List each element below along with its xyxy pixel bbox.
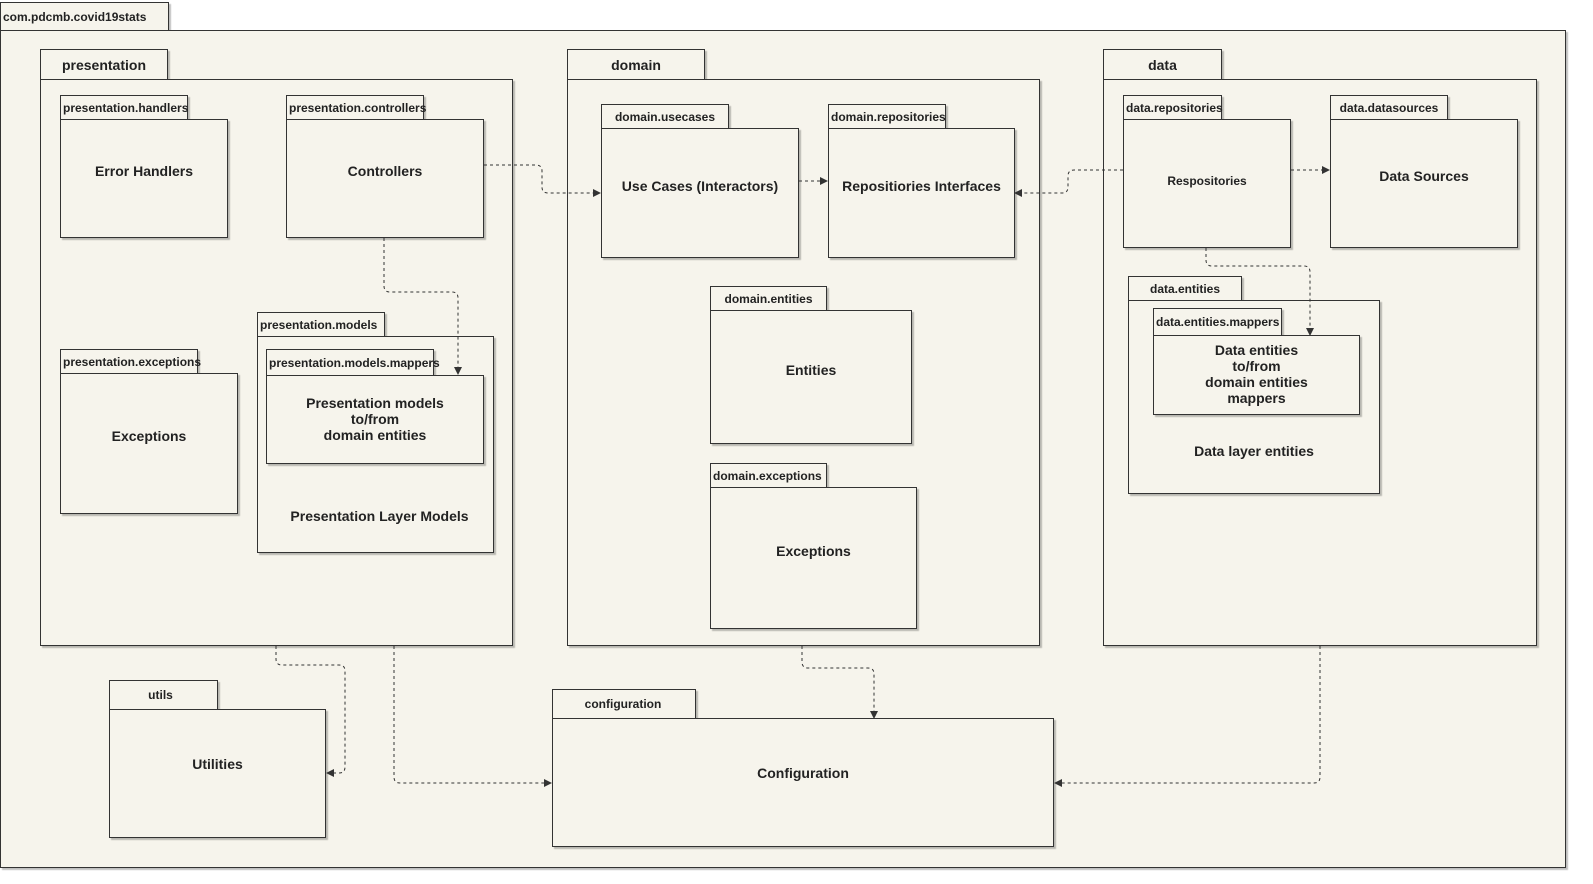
presentation-exceptions-name: presentation.exceptions: [63, 354, 202, 369]
presentation-models-label: Presentation Layer Models: [290, 508, 469, 524]
data-datasources-body: [1330, 119, 1518, 248]
domain-package-tab: domain: [567, 49, 705, 80]
utils-package-tab: utils: [109, 680, 218, 710]
domain-usecases-body: [601, 128, 799, 258]
configuration-package-tab: configuration: [552, 689, 696, 719]
presentation-handlers-tab: presentation.handlers: [60, 95, 188, 120]
presentation-controllers-body: [286, 119, 484, 238]
domain-usecases-label: Use Cases (Interactors): [621, 178, 779, 194]
domain-usecases-tab: domain.usecases: [601, 104, 729, 129]
presentation-handlers-body: [60, 119, 228, 238]
domain-repositories-name: domain.repositories: [831, 109, 946, 124]
data-entities-tab: data.entities: [1128, 276, 1242, 301]
data-package-name: data: [1148, 56, 1177, 73]
presentation-exceptions-label: Exceptions: [111, 428, 187, 444]
domain-repositories-body: [828, 128, 1015, 258]
configuration-package-label: Configuration: [757, 765, 849, 781]
presentation-controllers-tab: presentation.controllers: [286, 95, 427, 120]
data-entities-mappers-line1: Data entities: [1214, 342, 1299, 358]
domain-exceptions-label: Exceptions: [776, 543, 851, 559]
presentation-exceptions-body: [60, 373, 238, 514]
utils-package-body: [109, 709, 326, 838]
data-datasources-name: data.datasources: [1339, 100, 1439, 115]
data-datasources-tab: data.datasources: [1330, 95, 1448, 120]
presentation-controllers-name: presentation.controllers: [289, 100, 427, 115]
utils-package-label: Utilities: [192, 755, 243, 772]
presentation-models-mappers-line3: domain entities: [323, 427, 427, 443]
data-repositories-body: [1123, 119, 1291, 248]
domain-entities-tab: domain.entities: [710, 286, 827, 311]
presentation-models-name: presentation.models: [260, 317, 378, 332]
data-entities-mappers-line4: mappers: [1227, 390, 1286, 406]
utils-package-name: utils: [148, 688, 173, 702]
presentation-models-mappers-name: presentation.models.mappers: [269, 355, 440, 370]
data-datasources-label: Data Sources: [1379, 168, 1469, 184]
domain-entities-body: [710, 310, 912, 444]
presentation-package-name: presentation: [61, 56, 146, 73]
presentation-models-mappers-line1: Presentation models: [306, 395, 444, 411]
data-repositories-name: data.repositories: [1126, 100, 1223, 115]
data-entities-mappers-body: [1153, 335, 1360, 415]
data-entities-label: Data layer entities: [1194, 443, 1314, 459]
configuration-package-name: configuration: [584, 697, 662, 711]
domain-repositories-label: Repositiories Interfaces: [842, 178, 1001, 194]
domain-entities-label: Entities: [785, 362, 837, 378]
presentation-handlers-label: Error Handlers: [94, 163, 194, 179]
root-package-name: com.pdcmb.covid19stats: [3, 9, 147, 24]
presentation-models-tab: presentation.models: [257, 312, 385, 337]
domain-entities-name: domain.entities: [724, 291, 813, 306]
configuration-package-body: [552, 718, 1054, 847]
domain-exceptions-body: [710, 487, 917, 629]
root-package-tab: com.pdcmb.covid19stats: [0, 2, 169, 31]
data-entities-mappers-line2: to/from: [1232, 358, 1281, 374]
presentation-models-mappers-body: [266, 375, 484, 464]
presentation-exceptions-tab: presentation.exceptions: [60, 349, 202, 374]
presentation-models-mappers-line2: to/from: [350, 411, 400, 427]
presentation-models-mappers-label: Presentation models to/from domain entit…: [266, 392, 484, 446]
data-entities-mappers-tab: data.entities.mappers: [1153, 308, 1282, 336]
data-entities-name: data.entities: [1149, 281, 1221, 296]
presentation-models-mappers-tab: presentation.models.mappers: [266, 349, 440, 376]
data-package-tab: data: [1103, 49, 1222, 80]
presentation-handlers-name: presentation.handlers: [63, 100, 189, 115]
domain-usecases-name: domain.usecases: [614, 109, 716, 124]
data-repositories-label: Respositories: [1167, 174, 1247, 188]
data-entities-mappers-name: data.entities.mappers: [1156, 315, 1280, 329]
data-entities-mappers-line3: domain entities: [1205, 374, 1308, 390]
domain-repositories-tab: domain.repositories: [828, 104, 946, 129]
domain-exceptions-name: domain.exceptions: [713, 468, 822, 483]
data-entities-mappers-label: Data entities to/from domain entities ma…: [1153, 341, 1360, 407]
domain-package-name: domain: [611, 56, 661, 73]
presentation-package-tab: presentation: [40, 49, 168, 80]
presentation-controllers-label: Controllers: [347, 163, 423, 179]
domain-exceptions-tab: domain.exceptions: [710, 463, 827, 488]
data-repositories-tab: data.repositories: [1123, 95, 1223, 120]
